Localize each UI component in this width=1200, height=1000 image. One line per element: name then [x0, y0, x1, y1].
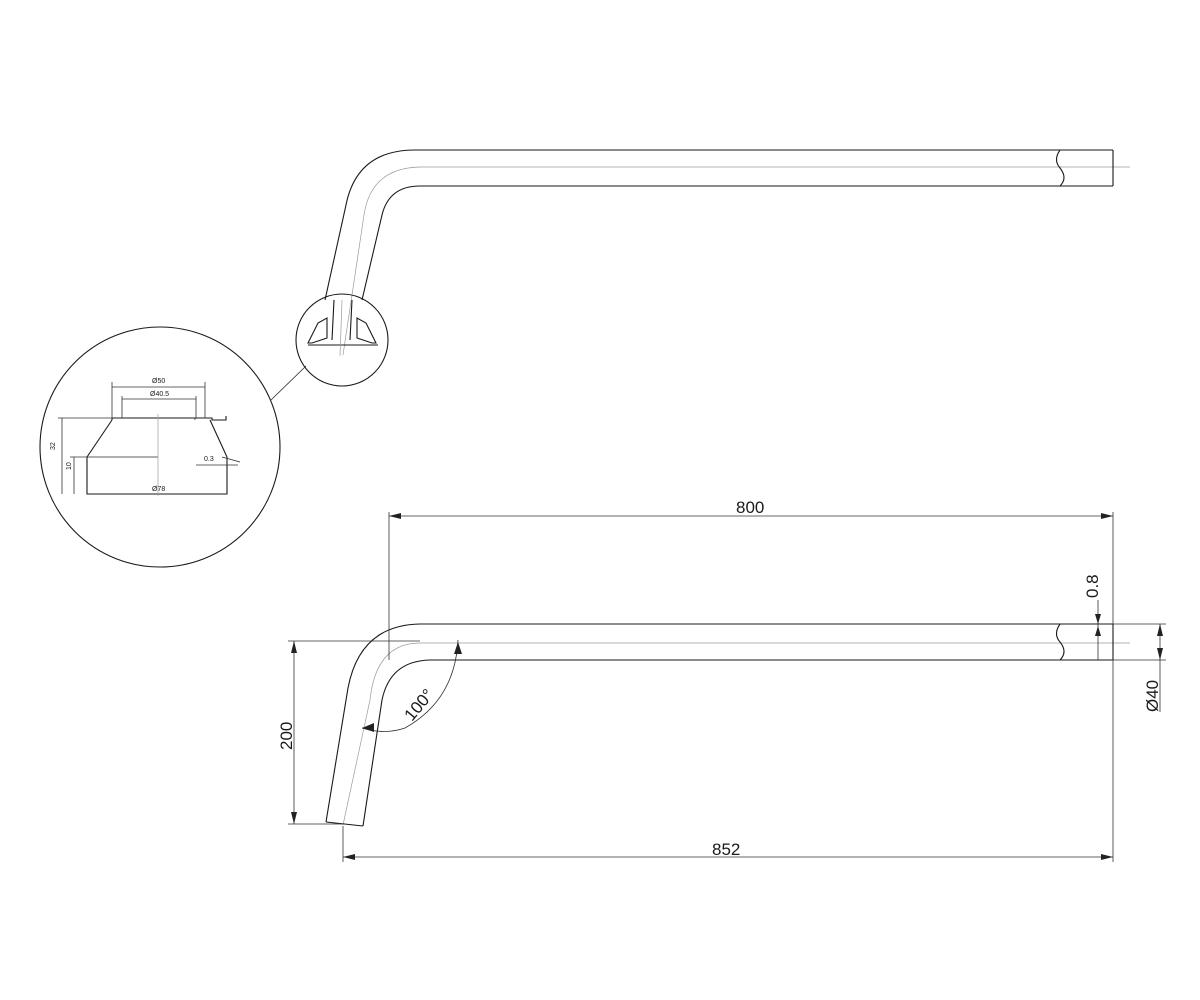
dimension-drop-height: 200: [277, 640, 420, 825]
dimension-top-length: 800: [388, 498, 1114, 660]
flange-detail: Ø50 Ø40.5 32 10 0.3 Ø78: [39, 326, 281, 568]
dimension-wall-thickness: 0.8: [1083, 574, 1102, 660]
detail-outer-diameter: Ø50: [152, 378, 165, 385]
top-pipe-view: [324, 149, 1130, 356]
detail-marker-circle: [295, 293, 389, 387]
top-length-label: 800: [736, 498, 764, 517]
bend-angle-label: 100°: [401, 685, 438, 724]
detail-chamfer: 0.3: [204, 456, 214, 463]
detail-lower-height: 10: [66, 462, 73, 470]
detail-inner-diameter: Ø40.5: [150, 391, 169, 398]
dimension-overall-length: 852: [342, 660, 1114, 862]
dimension-tube-diameter: Ø40: [1113, 623, 1166, 712]
detail-total-height: 32: [50, 442, 57, 450]
detail-base-diameter: Ø78: [152, 486, 165, 493]
front-pipe-view: [325, 623, 1130, 827]
tube-diameter-label: Ø40: [1143, 680, 1162, 712]
overall-length-label: 852: [712, 840, 740, 859]
drop-height-label: 200: [277, 722, 296, 750]
wall-thickness-label: 0.8: [1083, 574, 1102, 598]
detail-leader-line: [270, 365, 307, 401]
